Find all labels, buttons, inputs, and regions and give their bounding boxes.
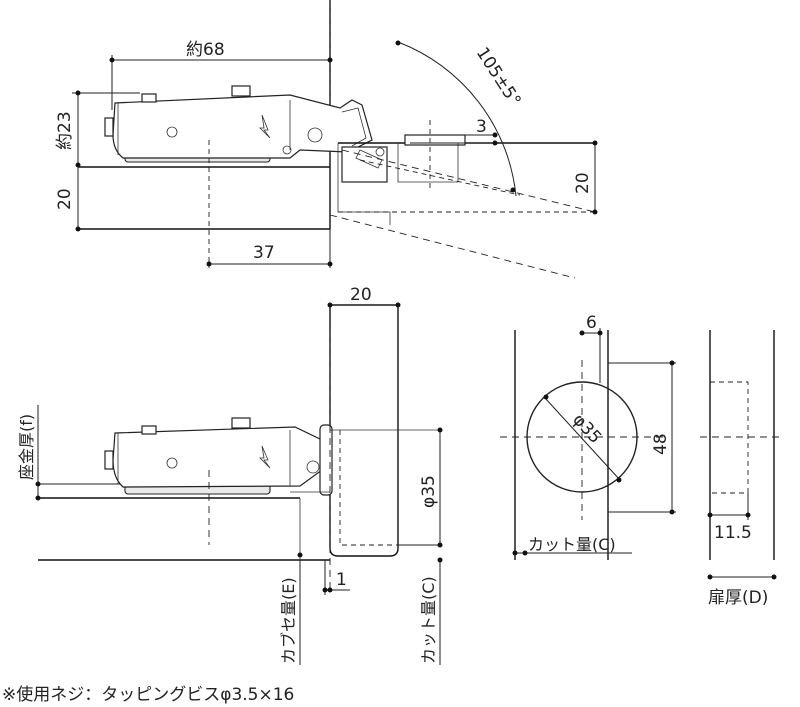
side-view-closed-hinge: 20 座金厚(f) φ35 1 カブセ量(E) カット量(C)	[17, 285, 443, 665]
label-dim-6: 6	[586, 313, 597, 333]
cup-hole-view: 6 φ35 48 カット量(C)	[500, 313, 676, 560]
hinge-arm-top	[104, 85, 373, 163]
label-dim-11-5: 11.5	[714, 523, 752, 543]
label-dim-20-door: 20	[573, 172, 593, 194]
door-thickness-view: 11.5 扉厚(D)	[700, 330, 780, 608]
label-dim-20-door-side: 20	[350, 285, 372, 305]
door-open-top	[337, 120, 595, 225]
label-angle-105: 105±5°	[472, 44, 525, 110]
label-dim-3: 3	[476, 117, 487, 137]
label-phi35-circle: φ35	[568, 410, 605, 448]
label-cut-amount-c-horizontal: カット量(C)	[528, 535, 616, 554]
label-approx-68: 約68	[186, 40, 225, 60]
label-dim-48: 48	[651, 433, 671, 455]
label-overlay-e: カブセ量(E)	[279, 577, 298, 664]
label-dim-37: 37	[253, 243, 275, 263]
label-cut-amount-c-vertical: カット量(C)	[419, 576, 438, 664]
label-seat-thickness: 座金厚(f)	[17, 414, 36, 480]
label-dim-20-cabinet: 20	[55, 188, 75, 210]
label-dim-1: 1	[336, 570, 347, 590]
label-approx-23: 約23	[55, 111, 75, 150]
label-door-thickness-d: 扉厚(D)	[708, 588, 768, 608]
label-phi35-side: φ35	[419, 475, 439, 508]
screw-note: ※使用ネジ：タッピングビスφ3.5×16	[2, 685, 295, 705]
top-view-open-hinge: 約68 約23 105±5° 3 20 20 37	[55, 0, 598, 279]
